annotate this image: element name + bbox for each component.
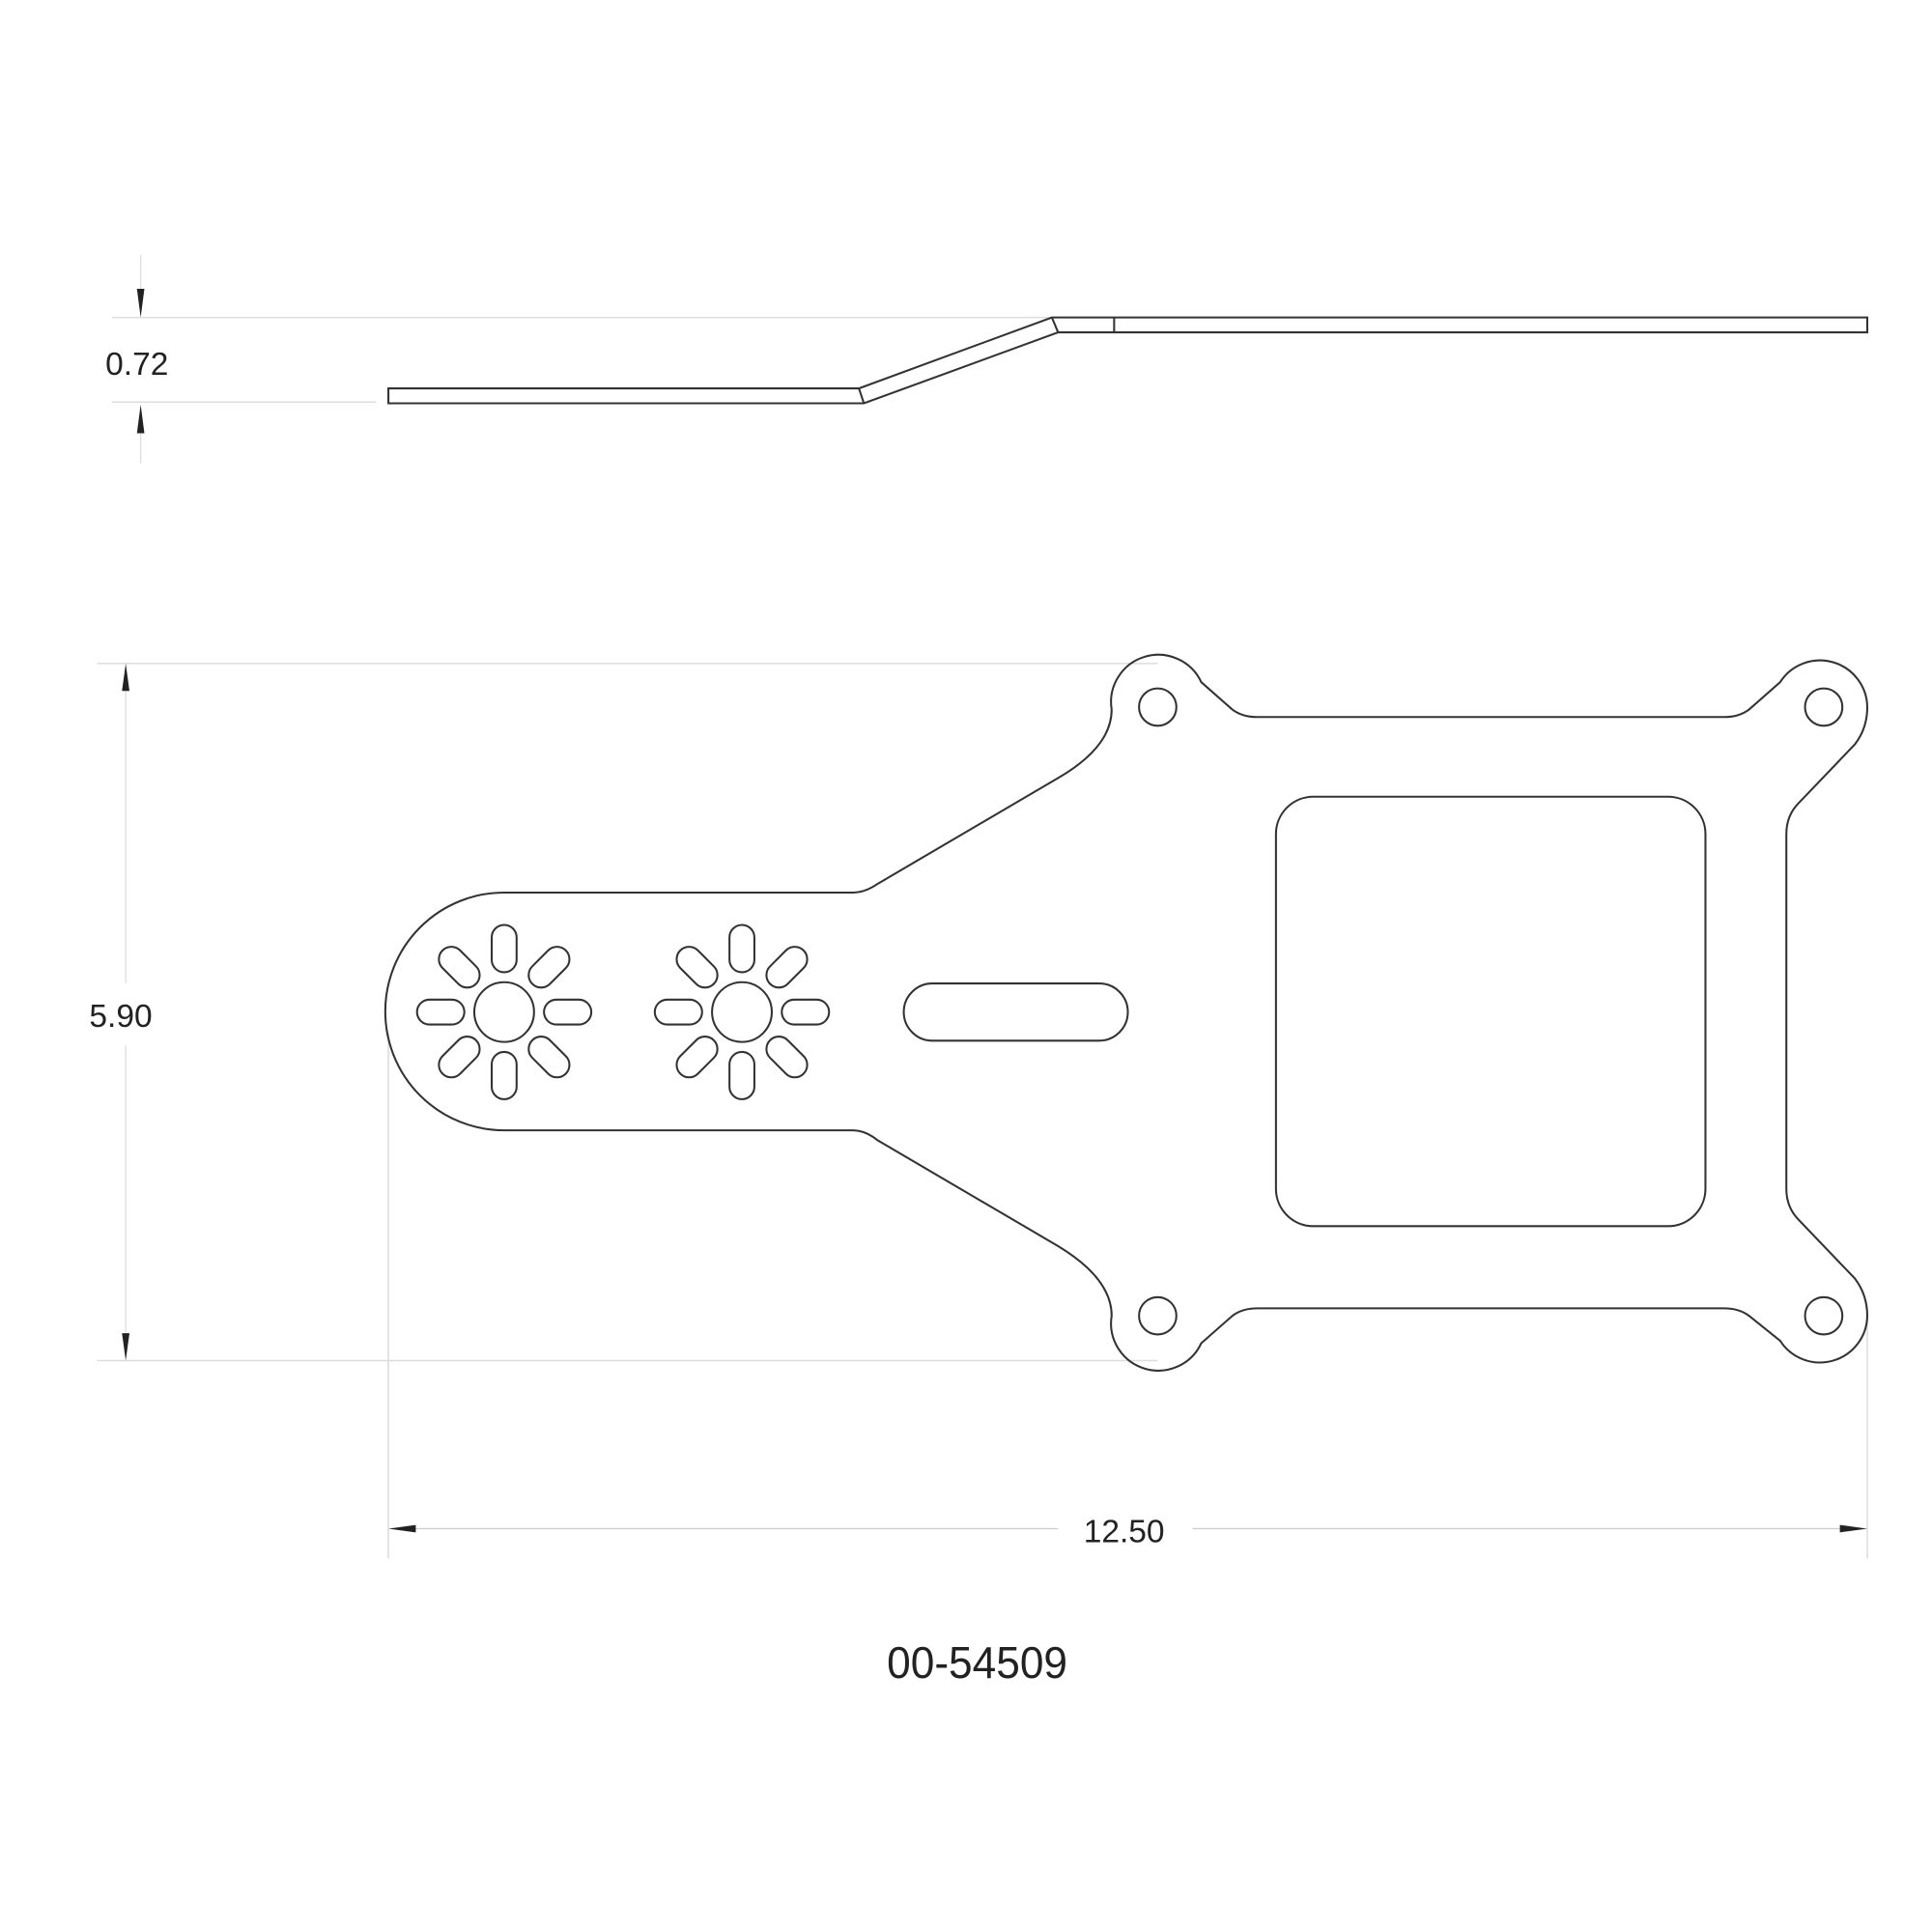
petal-slot xyxy=(527,1036,571,1079)
petal-slot xyxy=(675,946,719,989)
petal-slot xyxy=(415,998,466,1026)
petal-slot xyxy=(728,1050,755,1100)
flower-hole-pattern xyxy=(653,923,831,1100)
petal-slot xyxy=(675,1036,719,1079)
mount-hole xyxy=(1804,687,1844,727)
petal-slot xyxy=(543,998,593,1026)
center-hole xyxy=(472,980,535,1043)
flower-hole-pattern xyxy=(415,923,593,1100)
top-view: 5.90 12.50 xyxy=(89,653,1869,1559)
center-hole xyxy=(711,980,773,1043)
petal-slot xyxy=(765,946,809,989)
petal-slot xyxy=(728,923,755,974)
side-profile xyxy=(387,316,1869,405)
side-view: 0.72 xyxy=(105,255,1869,464)
arrow-down-icon xyxy=(136,288,145,318)
petal-slot xyxy=(527,946,571,989)
mount-hole xyxy=(1138,1295,1178,1336)
petal-slot xyxy=(781,998,831,1026)
plate-outline xyxy=(384,653,1869,1372)
arrow-down-icon xyxy=(122,1333,130,1361)
arrow-right-icon xyxy=(1839,1524,1867,1533)
arrow-up-icon xyxy=(122,663,130,692)
petal-slot xyxy=(653,998,703,1026)
mount-hole xyxy=(1804,1295,1844,1336)
mount-hole xyxy=(1138,687,1178,727)
arrow-left-icon xyxy=(388,1524,416,1533)
petal-slot xyxy=(438,946,481,989)
dimension-length: 12.50 xyxy=(1084,1515,1165,1550)
petal-slot xyxy=(490,1050,518,1100)
dimension-width: 5.90 xyxy=(89,999,152,1035)
arrow-up-icon xyxy=(136,404,145,434)
center-cutout xyxy=(1274,795,1707,1228)
part-number: 00-54509 xyxy=(887,1637,1067,1688)
petal-slot xyxy=(765,1036,809,1079)
slot-cutout xyxy=(902,982,1129,1042)
dimension-height-offset: 0.72 xyxy=(105,347,168,383)
petal-slot xyxy=(438,1036,481,1079)
flower-hole-patterns xyxy=(415,923,831,1100)
petal-slot xyxy=(490,923,518,974)
